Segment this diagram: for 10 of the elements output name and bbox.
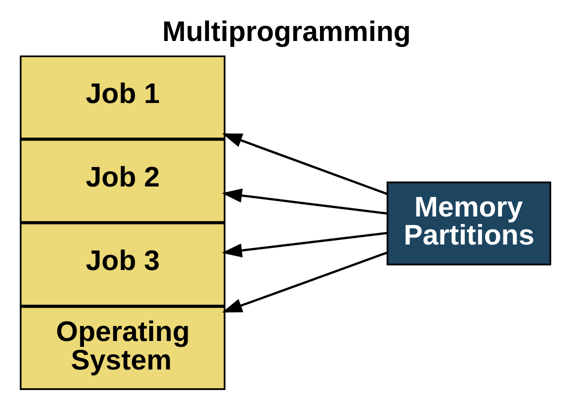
node-box: Job 3 [20,222,226,306]
diagram-title: Multiprogramming [162,16,411,48]
node-box: Operating System [20,306,226,390]
node-box: Job 1 [20,55,226,140]
arrow [222,251,388,313]
arrow [222,188,388,215]
arrow [222,133,388,196]
arrow [222,232,388,258]
node-box: Job 2 [20,139,226,223]
node-box: Memory Partitions [386,182,552,266]
